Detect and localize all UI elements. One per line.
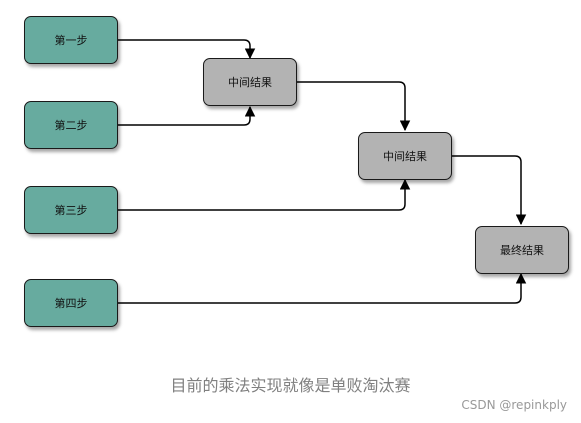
step4-label: 第四步	[54, 297, 88, 310]
edge-step3-to-mid2	[118, 178, 411, 211]
step1-label: 第一步	[54, 34, 88, 47]
step3-label: 第三步	[54, 204, 88, 217]
edge-mid1-to-mid2	[297, 81, 411, 132]
intermediate-result-label-2: 中间结果	[383, 150, 427, 163]
step4-node: 第四步	[24, 279, 118, 327]
edge-step2-to-mid1	[118, 105, 256, 126]
final-result-node: 最终结果	[475, 226, 569, 274]
step1-node: 第一步	[24, 16, 118, 64]
intermediate-result-label-1: 中间结果	[228, 76, 272, 89]
final-result-label: 最终结果	[500, 244, 544, 257]
step2-node: 第二步	[24, 101, 118, 149]
edge-mid2-to-final	[452, 155, 527, 226]
watermark: CSDN @repinkply	[461, 398, 567, 412]
figure-caption: 目前的乘法实现就像是单败淘汰赛	[170, 376, 411, 395]
step2-label: 第二步	[54, 119, 88, 132]
edge-step1-to-mid1	[118, 39, 256, 60]
intermediate-result-node-2: 中间结果	[358, 132, 452, 180]
edge-step4-to-final	[118, 272, 527, 304]
intermediate-result-node-1: 中间结果	[203, 58, 297, 106]
step3-node: 第三步	[24, 186, 118, 234]
